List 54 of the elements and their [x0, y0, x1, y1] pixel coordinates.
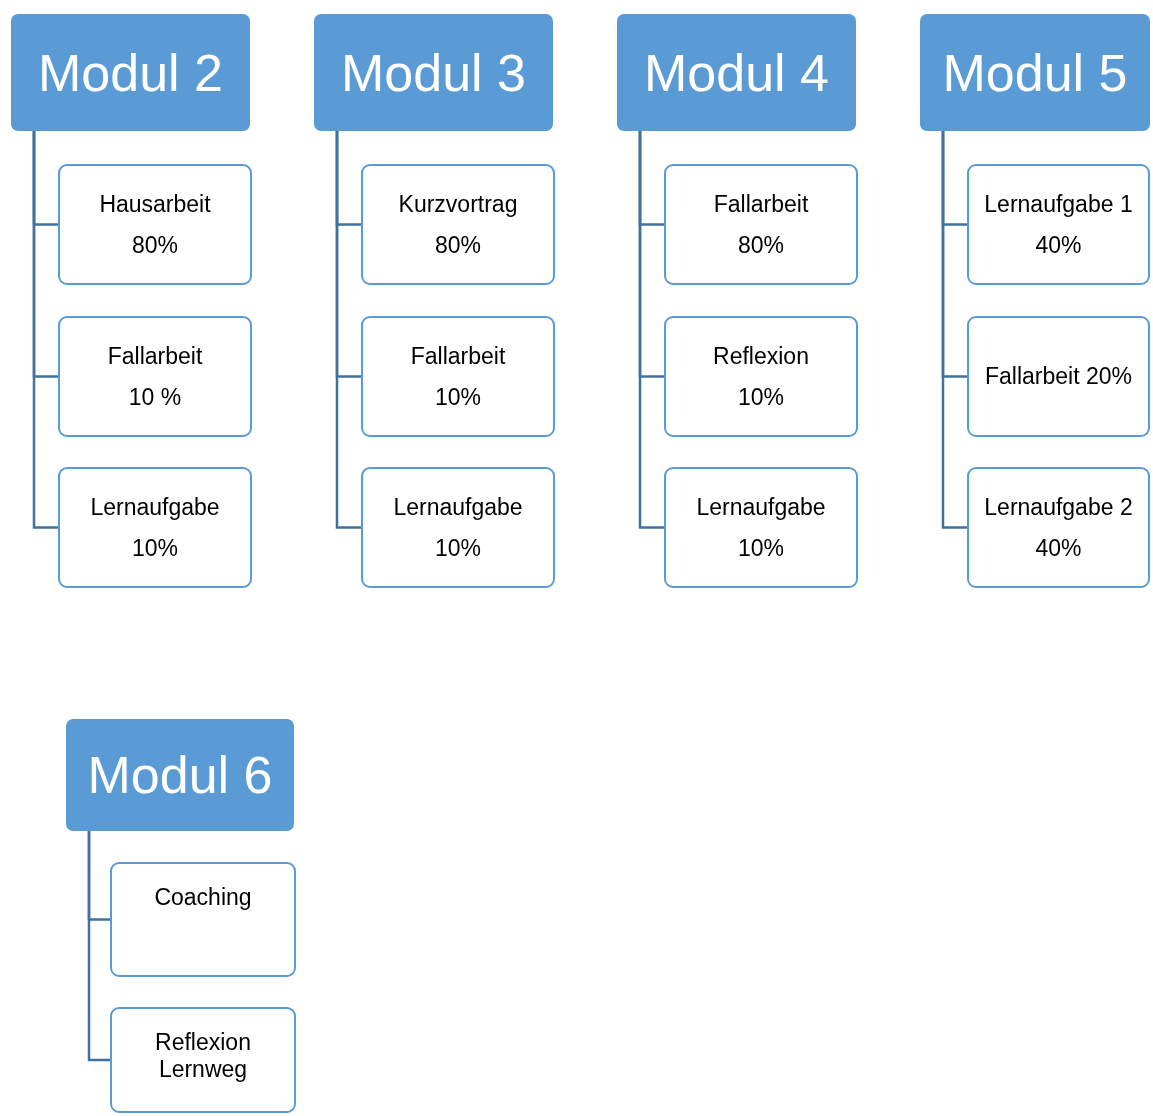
- task-label: 80%: [737, 231, 784, 259]
- task-label: Fallarbeit: [107, 342, 203, 370]
- connector-line: [941, 131, 967, 529]
- task-box: [110, 862, 296, 977]
- module-title: Modul 3: [341, 42, 526, 103]
- module-header-box: [617, 14, 856, 131]
- task-box: [967, 164, 1150, 285]
- task-box: [58, 467, 252, 588]
- task-box: [967, 316, 1150, 437]
- task-label: Lernaufgabe: [393, 493, 523, 521]
- module-title: Modul 2: [38, 42, 223, 103]
- task-box: [110, 1007, 296, 1113]
- module-header-box: [66, 719, 294, 831]
- task-box: [967, 467, 1150, 588]
- task-label: Reflexion: [713, 342, 809, 370]
- task-box: [361, 467, 555, 588]
- module-title: Modul 5: [942, 42, 1128, 103]
- task-label: Hausarbeit: [99, 190, 211, 218]
- connector-line: [87, 831, 110, 1062]
- task-label: 40%: [1035, 231, 1082, 259]
- task-box: [664, 467, 858, 588]
- task-label: Coaching: [154, 884, 252, 911]
- connector-line: [638, 131, 664, 529]
- module-title: Modul 6: [87, 745, 273, 805]
- task-label: Fallarbeit: [410, 342, 506, 370]
- task-label: 80%: [434, 231, 481, 259]
- task-box: [361, 164, 555, 285]
- task-label: Fallarbeit 20%: [985, 363, 1132, 390]
- module-title: Modul 4: [644, 42, 829, 103]
- task-label: 10%: [434, 534, 481, 562]
- task-label: 10%: [737, 383, 784, 411]
- task-box: [58, 316, 252, 437]
- task-label: 10%: [737, 534, 784, 562]
- module-header-box: [11, 14, 250, 131]
- task-label: Fallarbeit: [713, 190, 809, 218]
- task-label: Lernaufgabe: [696, 493, 826, 521]
- task-label: 80%: [131, 231, 178, 259]
- task-label: Lernaufgabe: [90, 493, 220, 521]
- task-box: [664, 316, 858, 437]
- task-label: 40%: [1035, 534, 1082, 562]
- task-label: Kurzvortrag: [398, 190, 518, 218]
- task-box: [58, 164, 252, 285]
- task-label: 10 %: [128, 383, 182, 411]
- connector-line: [335, 131, 361, 529]
- task-label: 10%: [434, 383, 481, 411]
- task-label: Lernaufgabe 1: [984, 190, 1133, 218]
- task-box: [664, 164, 858, 285]
- task-label: Reflexion Lernweg: [154, 1029, 252, 1083]
- task-box: [361, 316, 555, 437]
- module-header-box: [920, 14, 1150, 131]
- task-label: 10%: [131, 534, 178, 562]
- connector-line: [32, 131, 58, 529]
- module-header-box: [314, 14, 553, 131]
- task-label: Lernaufgabe 2: [984, 493, 1133, 521]
